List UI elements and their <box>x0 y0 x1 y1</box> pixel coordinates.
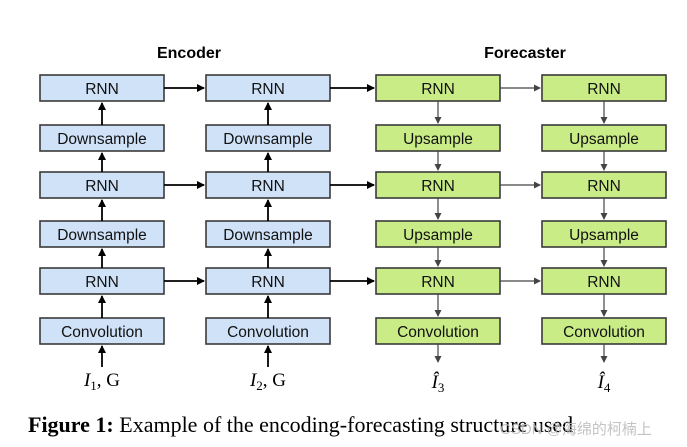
downsample-box <box>205 220 331 248</box>
rnn-box <box>205 74 331 102</box>
rnn-box <box>205 267 331 295</box>
encoder-header: Encoder <box>157 45 221 62</box>
convolution-label: Convolution <box>227 324 309 341</box>
output-label: Î4 <box>597 371 611 395</box>
input-label: I1, G <box>83 370 120 393</box>
convolution-box <box>541 317 667 345</box>
upsample-label: Upsample <box>569 131 639 148</box>
rnn-label: RNN <box>421 81 455 98</box>
downsample-box <box>39 124 165 152</box>
rnn-label: RNN <box>85 274 119 291</box>
encoder-forecaster-diagram: Encoder Forecaster RNN Downsample RNN Do… <box>39 45 667 395</box>
forecaster-column-2: RNN Upsample RNN Upsample RNN Convolutio… <box>541 74 667 395</box>
rnn-box <box>541 74 667 102</box>
rnn-label: RNN <box>587 81 621 98</box>
input-label: I2, G <box>249 370 286 393</box>
figure-caption: Figure 1: Example of the encoding-foreca… <box>28 412 687 438</box>
upsample-label: Upsample <box>403 227 473 244</box>
upsample-label: Upsample <box>569 227 639 244</box>
upsample-box <box>375 220 501 248</box>
rnn-box <box>39 74 165 102</box>
rnn-label: RNN <box>587 178 621 195</box>
encoder-column-1: RNN Downsample RNN Downsample RNN Convol… <box>39 74 165 393</box>
rnn-label: RNN <box>85 81 119 98</box>
caption-label: Figure 1: <box>28 412 114 437</box>
downsample-label: Downsample <box>223 227 313 244</box>
convolution-box <box>39 317 165 345</box>
watermark: CSDN @海绵的柯楠上 <box>500 421 652 438</box>
downsample-label: Downsample <box>223 131 313 148</box>
rnn-label: RNN <box>85 178 119 195</box>
rnn-label: RNN <box>251 178 285 195</box>
upsample-label: Upsample <box>403 131 473 148</box>
forecaster-header: Forecaster <box>484 45 566 62</box>
rnn-box <box>375 267 501 295</box>
forecaster-column-1: RNN Upsample RNN Upsample RNN Convolutio… <box>375 74 501 395</box>
encoder-column-2: RNN Downsample RNN Downsample RNN Convol… <box>205 74 331 393</box>
downsample-box <box>205 124 331 152</box>
downsample-label: Downsample <box>57 227 147 244</box>
caption-text: Example of the encoding-forecasting stru… <box>119 412 574 437</box>
rnn-label: RNN <box>421 178 455 195</box>
downsample-label: Downsample <box>57 131 147 148</box>
rnn-label: RNN <box>251 81 285 98</box>
rnn-box <box>541 267 667 295</box>
rnn-label: RNN <box>251 274 285 291</box>
output-label: Î3 <box>431 371 445 395</box>
rnn-label: RNN <box>587 274 621 291</box>
convolution-label: Convolution <box>397 324 479 341</box>
convolution-label: Convolution <box>61 324 143 341</box>
upsample-box <box>541 220 667 248</box>
convolution-label: Convolution <box>563 324 645 341</box>
downsample-box <box>39 220 165 248</box>
rnn-label: RNN <box>421 274 455 291</box>
